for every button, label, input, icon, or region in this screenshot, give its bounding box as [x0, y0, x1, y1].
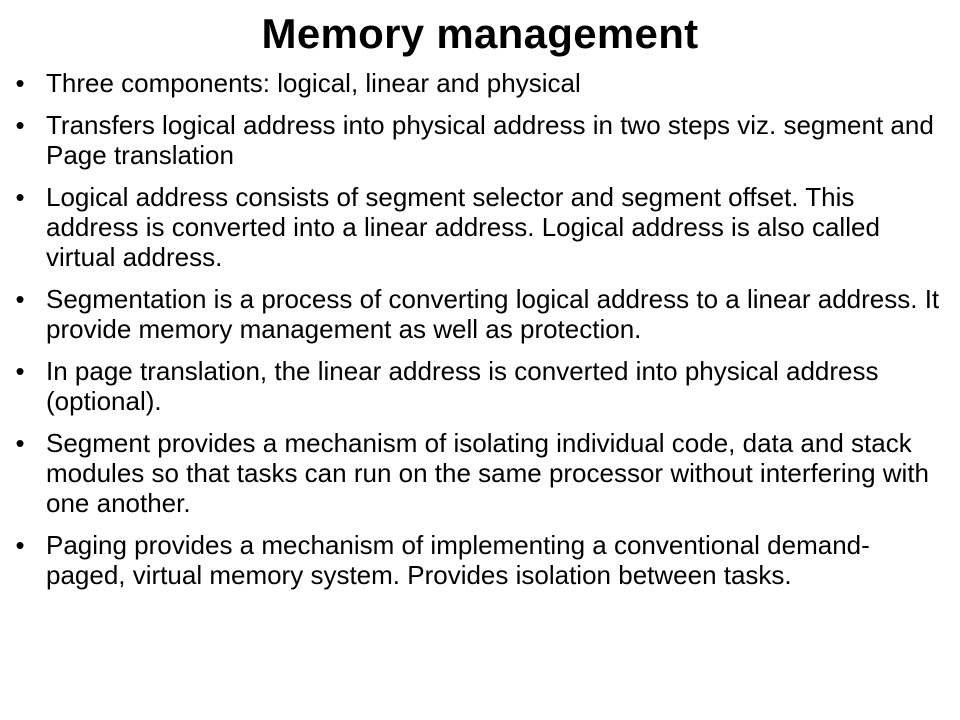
bullet-text: Segmentation is a process of converting …	[46, 284, 940, 344]
bullet-icon: •	[15, 110, 25, 140]
bullet-icon: •	[15, 182, 25, 212]
slide-title: Memory management	[261, 10, 699, 57]
bullet-icon: •	[15, 356, 25, 386]
bullet-text: Three components: logical, linear and ph…	[46, 68, 581, 98]
bullet-icon: •	[15, 428, 25, 458]
bullet-item: • In page translation, the linear addres…	[15, 356, 946, 416]
bullet-icon: •	[15, 68, 25, 98]
bullet-text: Segment provides a mechanism of isolatin…	[46, 428, 929, 518]
bullet-item: • Logical address consists of segment se…	[15, 182, 946, 272]
bullet-item: • Segmentation is a process of convertin…	[15, 284, 946, 344]
bullet-text: Paging provides a mechanism of implement…	[46, 530, 870, 590]
bullet-text: In page translation, the linear address …	[46, 356, 879, 416]
bullet-text: Transfers logical address into physical …	[46, 110, 934, 170]
bullet-item: • Segment provides a mechanism of isolat…	[15, 428, 946, 518]
bullet-list: • Three components: logical, linear and …	[15, 68, 946, 602]
bullet-item: • Three components: logical, linear and …	[15, 68, 946, 98]
bullet-text: Logical address consists of segment sele…	[46, 182, 880, 272]
bullet-icon: •	[15, 530, 25, 560]
bullet-item: • Paging provides a mechanism of impleme…	[15, 530, 946, 590]
bullet-item: • Transfers logical address into physica…	[15, 110, 946, 170]
bullet-icon: •	[15, 284, 25, 314]
